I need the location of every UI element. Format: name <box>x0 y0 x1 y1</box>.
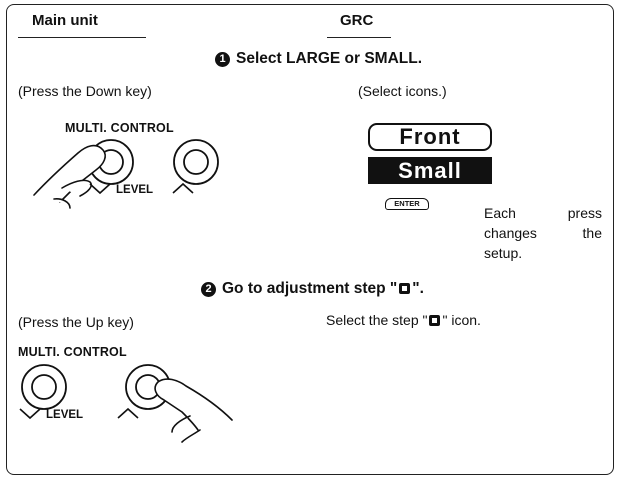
instruction-frame <box>6 4 614 475</box>
step1-title-text: Select LARGE or SMALL. <box>236 50 423 67</box>
step2-multi-control-label: MULTI. CONTROL <box>18 345 127 359</box>
step-box-icon <box>399 283 411 294</box>
step2-right-instruction: Select the step " " icon. <box>326 312 481 328</box>
step2-finger-icon <box>154 378 233 443</box>
step1-multi-control-label: MULTI. CONTROL <box>65 121 174 135</box>
step2-level-label: LEVEL <box>46 409 84 421</box>
step1-number-icon: 1 <box>215 52 230 67</box>
step1-right-instruction: (Select icons.) <box>358 83 447 99</box>
step1-title: 1 Select LARGE or SMALL. <box>215 50 422 68</box>
step2-number-icon: 2 <box>201 282 216 297</box>
small-icon[interactable]: Small <box>368 157 492 184</box>
step2-left-instruction: (Press the Up key) <box>18 314 134 330</box>
step2-title-suffix: ". <box>412 280 424 297</box>
step1-description: Each press changes the setup. <box>484 205 602 261</box>
step-box-icon <box>429 315 441 326</box>
enter-key-icon[interactable]: ENTER <box>385 198 429 210</box>
step2-up-arrow-icon <box>117 407 139 419</box>
grc-header: GRC <box>340 12 374 29</box>
step2-right-prefix: Select the step " <box>326 312 428 328</box>
step2-down-knob[interactable] <box>21 364 67 410</box>
step2-right-suffix: " icon. <box>442 312 481 328</box>
step2-down-arrow-icon <box>19 408 41 420</box>
step1-finger-icon <box>33 144 106 209</box>
step1-down-arrow-icon <box>89 183 111 195</box>
step1-level-label: LEVEL <box>116 184 154 196</box>
grc-underline <box>327 37 391 38</box>
step1-up-knob[interactable] <box>173 139 219 185</box>
step1-left-instruction: (Press the Down key) <box>18 83 152 99</box>
step2-title-prefix: Go to adjustment step " <box>222 280 398 297</box>
front-icon[interactable]: Front <box>368 123 492 151</box>
step2-title: 2 Go to adjustment step " ". <box>201 280 424 298</box>
main-unit-header: Main unit <box>32 12 98 29</box>
main-unit-underline <box>18 37 146 38</box>
step1-up-arrow-icon <box>172 182 194 194</box>
